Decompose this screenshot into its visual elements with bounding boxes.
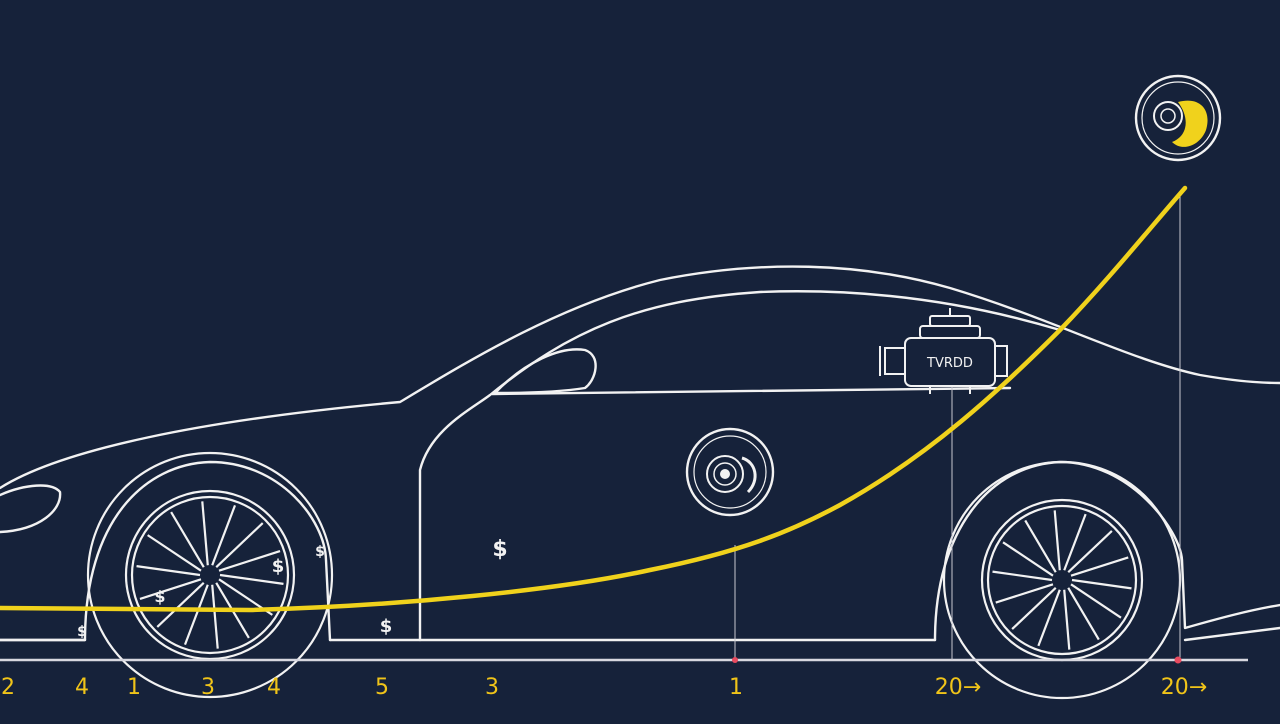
tick-label: 2	[1, 675, 15, 700]
wheel-spoke	[201, 501, 209, 566]
tick-label: 4	[267, 675, 281, 700]
wheel-spoke	[215, 522, 264, 568]
engine-label: TVRDD	[926, 356, 973, 371]
growth-curve	[0, 185, 1188, 613]
rear-rim	[980, 498, 1144, 662]
tick-label: 20→	[1161, 675, 1207, 700]
sill-line-rear	[1183, 626, 1280, 642]
wheel-spoke	[139, 578, 202, 600]
front-rim-inner	[130, 495, 290, 655]
car-inner-roofline	[418, 290, 1062, 642]
side-mirror	[493, 348, 597, 395]
rear-rim-inner	[986, 504, 1138, 656]
front-tire	[86, 451, 334, 699]
wheel-spoke	[136, 565, 201, 577]
dollar-sign: $	[272, 556, 285, 577]
dollar-sign: $	[315, 544, 325, 560]
car-outline	[0, 265, 1280, 642]
wheel-spoke	[156, 582, 205, 628]
turbo-icon	[1134, 74, 1222, 162]
wheel-spoke	[218, 550, 281, 572]
rear-spokes	[992, 510, 1132, 650]
wheel-spoke	[1011, 587, 1057, 630]
brake-disc-icon	[685, 427, 775, 517]
wheel-spoke	[1063, 589, 1071, 650]
dollar-sign: $	[154, 587, 165, 606]
axis-marker	[732, 657, 738, 663]
wheel-spoke	[1070, 556, 1129, 577]
wheel-spoke	[1024, 519, 1057, 573]
wheel-spoke	[1067, 530, 1113, 573]
front-fender	[0, 460, 332, 642]
wheel-spoke	[1053, 510, 1061, 571]
tick-label: 20→	[935, 675, 981, 700]
car-roofline	[0, 265, 1280, 490]
headlight	[0, 484, 62, 534]
front-rim	[124, 489, 296, 661]
wheel-spoke	[1002, 541, 1054, 577]
wheel-spoke	[1071, 578, 1132, 590]
tick-label: 3	[201, 675, 215, 700]
dollar-sign: $	[380, 616, 393, 637]
tick-label: 3	[485, 675, 499, 700]
tick-label: 5	[375, 675, 389, 700]
wheel-spoke	[1063, 513, 1087, 571]
wheel-spoke	[1070, 583, 1122, 619]
wheel-spoke	[1067, 587, 1100, 641]
tick-label: 1	[127, 675, 141, 700]
wheel-spoke	[219, 573, 284, 585]
tick-label: 4	[75, 675, 89, 700]
wheel-spoke	[995, 583, 1054, 604]
dollar-sign: $	[77, 624, 87, 640]
wheel-spoke	[211, 504, 237, 566]
dollar-signs: $ $ $ $ $ $	[77, 537, 508, 640]
wheel-spoke	[211, 584, 219, 649]
axis-markers	[732, 656, 1182, 664]
wheel-spoke	[170, 511, 205, 568]
engine-icon: TVRDD	[879, 308, 1008, 394]
wheel-spoke	[1037, 589, 1061, 647]
tick-label: 1	[729, 675, 743, 700]
wheel-spoke	[147, 534, 202, 572]
tick-labels: 2 4 1 3 4 5 3 1 20→ 20→	[1, 675, 1207, 700]
wheel-spoke	[992, 570, 1053, 582]
axis-marker	[1174, 656, 1182, 664]
wheel-spoke	[183, 584, 209, 646]
window-line	[490, 386, 1012, 396]
rear-fender	[933, 460, 1280, 642]
dollar-sign: $	[492, 537, 507, 562]
front-spokes	[136, 501, 284, 649]
